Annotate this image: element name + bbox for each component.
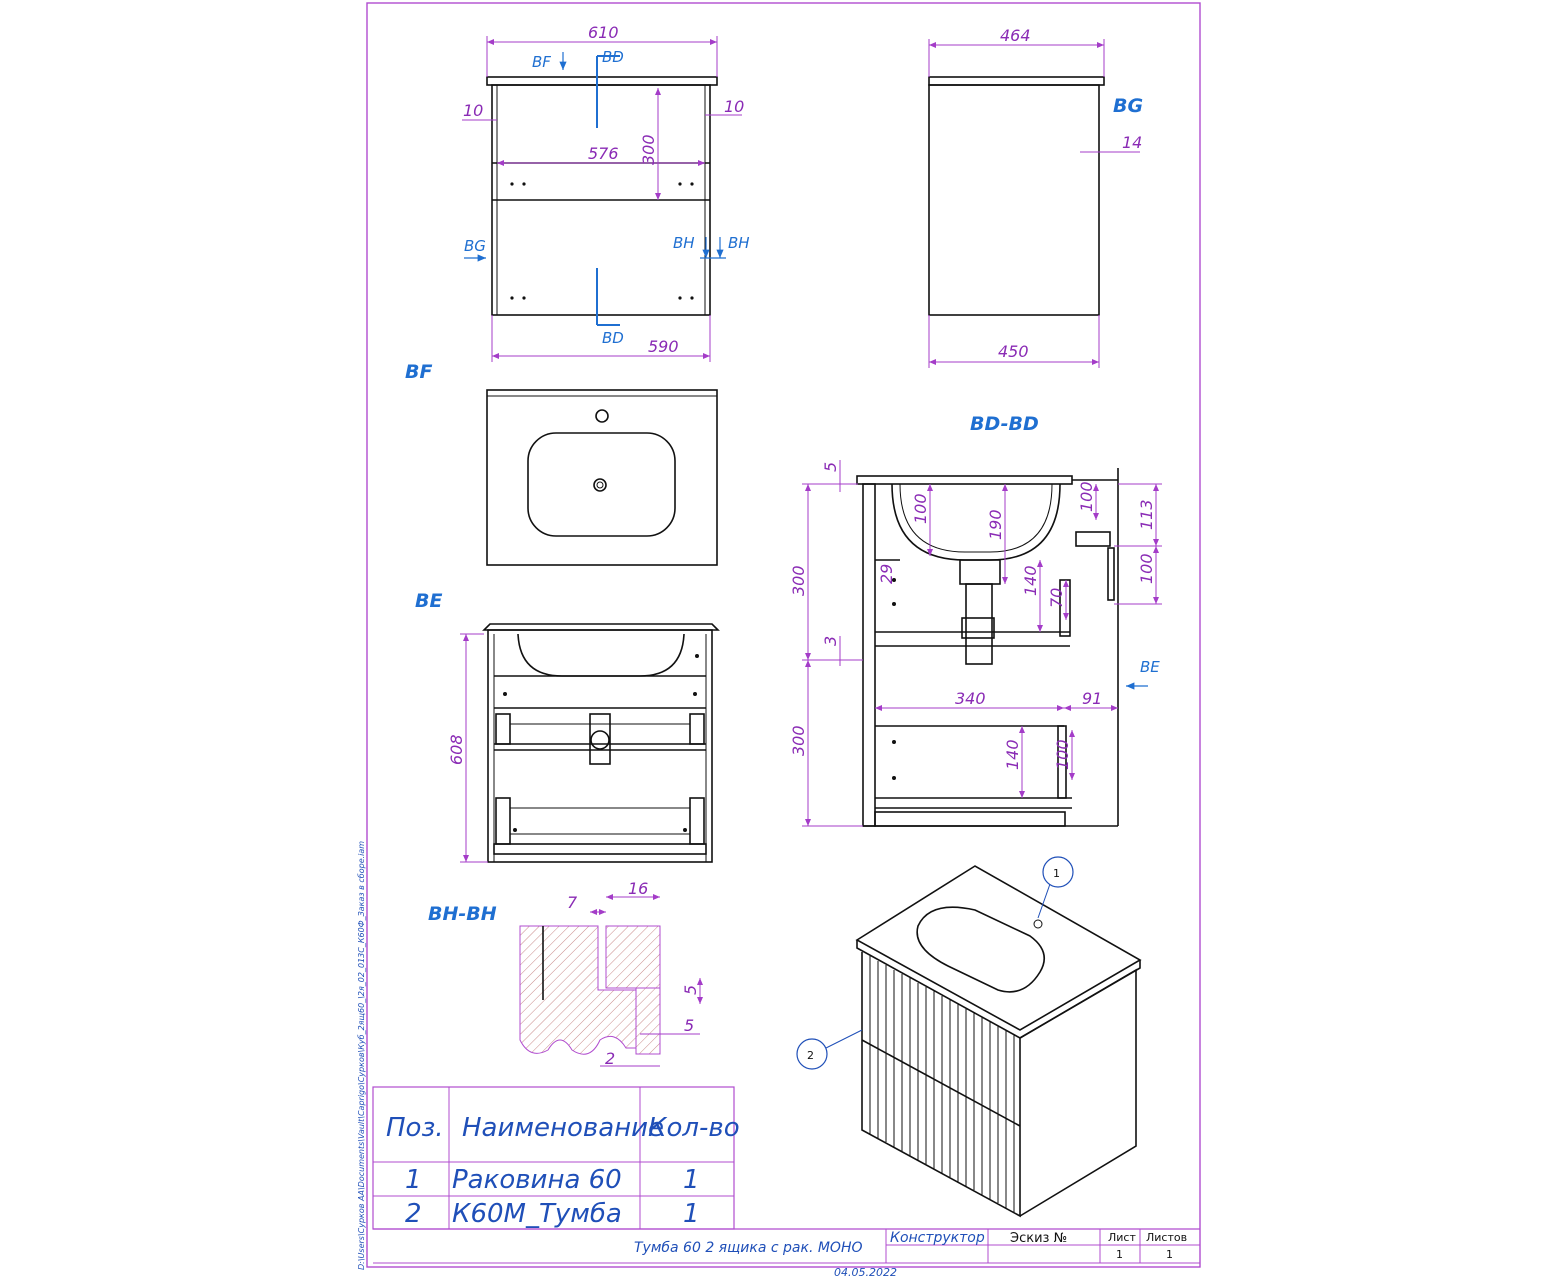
dim-100-bowl: 100	[911, 493, 930, 524]
dim-608: 608	[447, 734, 466, 765]
dim-5-bd: 5	[821, 462, 840, 472]
dim-300-front: 300	[639, 134, 658, 165]
dim-100-right: 100	[1077, 481, 1096, 512]
dim-340: 340	[955, 689, 986, 708]
dim-14: 14	[1122, 133, 1142, 152]
dim-29: 29	[877, 564, 896, 584]
dim-113: 113	[1137, 499, 1156, 530]
dim-450: 450	[998, 342, 1029, 361]
dim-140-top: 140	[1021, 565, 1040, 596]
sheet-number: 1	[1116, 1248, 1123, 1261]
header-qty: Кол-во	[648, 1113, 740, 1143]
side-view: 464 450 14 BG	[928, 26, 1143, 368]
title-block: Тумба 60 2 ящика с рак. МОНО Конструктор…	[373, 1228, 1200, 1279]
parts-table: Поз. Наименование Кол-во 1 Раковина 60 1…	[372, 1086, 740, 1230]
label-be-bd: BE	[1140, 658, 1160, 676]
title-bh-bh: BH-BH	[428, 903, 497, 925]
dim-100-drawer: 100	[1053, 739, 1072, 770]
dim-5b: 5	[684, 1016, 694, 1035]
row1-pos: 1	[405, 1165, 422, 1195]
dim-610: 610	[588, 23, 619, 42]
sheet-label: Лист	[1108, 1231, 1136, 1244]
balloon-1: 1	[1053, 867, 1060, 880]
flute-lines	[869, 956, 1015, 1212]
title-bd-bd: BD-BD	[970, 413, 1039, 435]
dim-10-left: 10	[463, 101, 483, 120]
dim-300-top: 300	[789, 565, 808, 596]
row2-pos: 2	[405, 1199, 422, 1229]
row1-qty: 1	[683, 1165, 700, 1195]
drawing-date: 04.05.2022	[834, 1266, 897, 1279]
dim-140-bottom: 140	[1003, 739, 1022, 770]
row2-qty: 1	[683, 1199, 700, 1229]
label-bf: BF	[532, 53, 551, 71]
drawing-name: Тумба 60 2 ящика с рак. МОНО	[634, 1240, 863, 1256]
row1-name: Раковина 60	[452, 1165, 622, 1195]
title-be: BE	[415, 590, 442, 612]
label-bd-bottom: BD	[602, 329, 624, 347]
dim-2: 2	[605, 1049, 615, 1068]
isometric-view: 1 2	[796, 856, 1142, 1218]
header-pos: Поз.	[386, 1113, 444, 1143]
header-name: Наименование	[462, 1113, 664, 1143]
label-bg: BG	[464, 237, 486, 255]
dim-590: 590	[648, 337, 679, 356]
row2-name: К60М_Тумба	[452, 1199, 622, 1229]
view-bd-bd: BD-BD 300 300 5 3 100	[789, 413, 1162, 827]
dim-10-right: 10	[724, 97, 744, 116]
designer-label: Конструктор	[890, 1230, 985, 1246]
dim-7: 7	[567, 893, 578, 912]
sheet-border	[366, 2, 1201, 1268]
dim-300-bottom: 300	[789, 725, 808, 756]
balloon-2: 2	[807, 1049, 814, 1062]
sheets-number: 1	[1166, 1248, 1173, 1261]
label-bh-right: BH	[728, 234, 750, 252]
dim-464: 464	[1000, 26, 1031, 45]
dim-91: 91	[1082, 689, 1102, 708]
dim-70: 70	[1047, 588, 1066, 608]
label-bh-left: BH	[673, 234, 695, 252]
sketch-label: Эскиз №	[1010, 1231, 1067, 1246]
front-view: 610 590 576 300 10 10 BD BD BF BG BH BH	[462, 23, 750, 362]
view-be: BE 608	[415, 590, 720, 863]
file-path-text: D:\Users\Сурков АА\Documents\Vault\Capri…	[357, 841, 366, 1270]
label-bd-top: BD	[602, 48, 624, 66]
dim-576: 576	[588, 144, 619, 163]
sheets-label: Листов	[1146, 1231, 1187, 1244]
dim-5a: 5	[681, 985, 700, 995]
dim-3-bd: 3	[821, 636, 840, 646]
dim-100-lower: 100	[1137, 553, 1156, 584]
title-bf: BF	[405, 361, 432, 383]
dim-190: 190	[986, 509, 1005, 540]
view-bf: BF	[405, 361, 718, 566]
view-bh-bh: BH-BH 7 16 5 5 2	[428, 879, 703, 1068]
label-bg-view: BG	[1113, 95, 1143, 117]
dim-16: 16	[628, 879, 648, 898]
